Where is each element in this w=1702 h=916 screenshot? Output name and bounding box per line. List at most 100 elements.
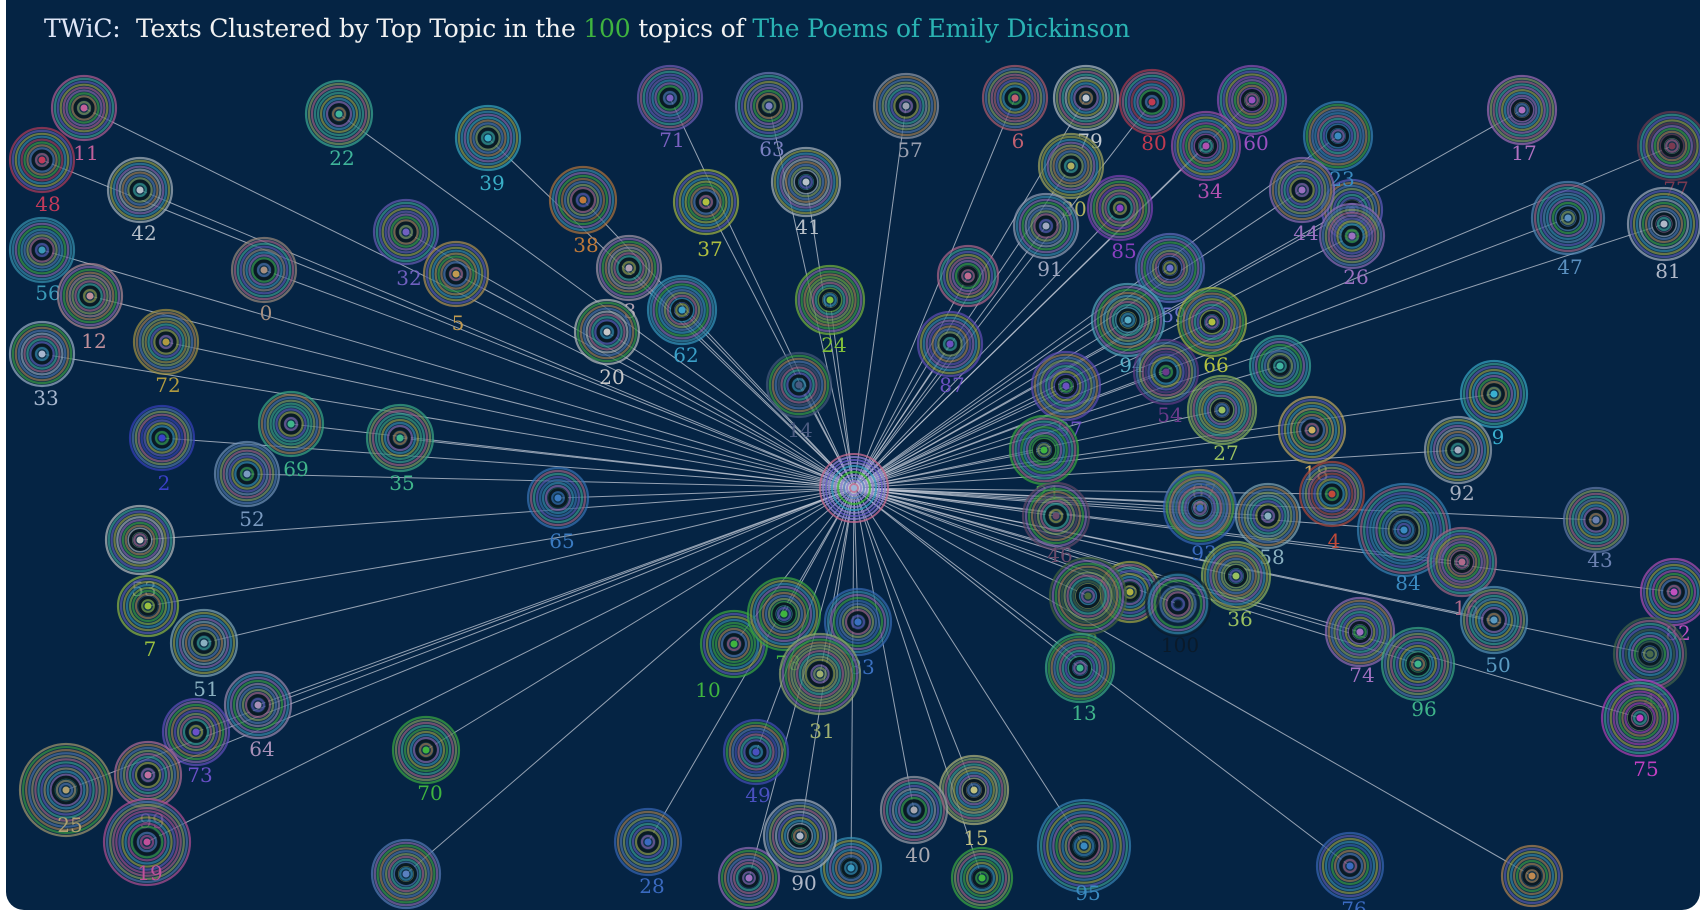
topic-node-31[interactable]: 31 [778,632,862,743]
topic-node-62[interactable]: 62 [646,274,718,367]
topic-node-32[interactable]: 32 [372,198,440,290]
topic-node-25[interactable]: 25 [18,742,114,838]
topic-node-71[interactable]: 71 [636,64,704,152]
topic-node-42[interactable]: 42 [106,156,174,245]
topic-node-77[interactable]: 77 [1636,110,1700,201]
text-cluster-node[interactable] [1248,334,1312,398]
corpus-name[interactable]: The Poems of Emily Dickinson [752,14,1130,43]
topic-node-90[interactable]: 90 [762,798,838,895]
topic-node-63[interactable]: 63 [734,71,804,161]
topic-node-65[interactable]: 65 [526,466,590,553]
topic-label: 31 [809,719,834,743]
topic-node-57[interactable]: 57 [872,72,940,162]
topic-label: 56 [35,281,60,305]
topic-node-9[interactable]: 9 [1459,359,1529,449]
topic-node-78[interactable]: 78 [746,576,822,675]
topic-node-72[interactable]: 72 [132,308,200,397]
topic-node-11[interactable]: 11 [50,74,118,165]
topic-node-59[interactable]: 59 [1134,232,1206,327]
topic-node-27[interactable]: 27 [1186,374,1258,465]
topic-node-17[interactable]: 17 [1486,74,1558,165]
topic-node-7[interactable]: 7 [116,574,180,661]
topic-node-39[interactable]: 39 [454,104,522,195]
topic-node-75[interactable]: 75 [1600,678,1680,781]
topic-node-18[interactable]: 18 [1277,395,1347,485]
topic-node-8[interactable]: 8 [1048,556,1128,653]
topic-node-35[interactable]: 35 [365,403,435,495]
topic-node-100[interactable]: 100 [1144,570,1212,657]
topic-node-30[interactable]: 30 [1037,132,1105,221]
topic-node-73[interactable]: 73 [161,697,231,787]
topic-node-48[interactable]: 48 [8,126,76,216]
topic-node-87[interactable]: 87 [916,310,984,397]
topic-node-0[interactable]: 0 [230,236,298,325]
topic-node-6[interactable]: 6 [981,64,1049,153]
topic-node-13[interactable]: 13 [1044,632,1116,725]
topic-node-76[interactable]: 76 [1315,831,1385,910]
topic-node-83[interactable]: 83 [823,587,893,679]
topic-node-34[interactable]: 34 [1170,110,1242,203]
text-cluster-node[interactable] [1500,844,1564,908]
topic-label: 64 [249,737,274,761]
topic-node-66[interactable]: 66 [1176,286,1248,377]
topic-cluster-graph[interactable]: 1148425612337222203253938320695235655375… [6,0,1700,910]
topic-node-44[interactable]: 44 [1268,156,1336,245]
topic-node-81[interactable]: 81 [1626,186,1700,283]
topic-count[interactable]: 100 [583,14,631,43]
topic-node-85[interactable]: 85 [1086,174,1154,263]
topic-node-28[interactable]: 28 [613,807,683,898]
topic-label: 81 [1655,259,1680,283]
topic-node-15[interactable]: 15 [938,754,1010,850]
corpus-hub-node[interactable] [819,453,889,523]
topic-node-4[interactable]: 4 [1298,460,1366,553]
text-cluster-node[interactable] [370,838,442,910]
topic-node-56[interactable]: 56 [8,216,76,305]
topic-node-2[interactable]: 2 [128,404,196,495]
topic-node-64[interactable]: 64 [223,670,293,761]
topic-node-52[interactable]: 52 [213,440,281,531]
edge [853,487,1405,531]
topic-node-33[interactable]: 33 [8,320,76,410]
text-cluster-node[interactable] [936,244,1000,308]
topic-node-96[interactable]: 96 [1380,626,1456,721]
topic-node-24[interactable]: 24 [794,264,866,357]
topic-node-95[interactable]: 95 [1036,798,1132,905]
topic-label: 9 [1492,425,1505,449]
topic-node-46[interactable]: 46 [1021,481,1091,567]
topic-node-36[interactable]: 36 [1200,540,1272,631]
topic-node-26[interactable]: 26 [1318,202,1386,289]
topic-node-41[interactable]: 41 [770,146,842,239]
text-cluster-node[interactable] [950,846,1014,910]
topic-label: 12 [81,329,106,353]
topic-node-19[interactable]: 19 [102,797,192,887]
topic-node-38[interactable]: 38 [548,165,618,257]
topic-node-91[interactable]: 91 [1012,192,1080,281]
topic-node-97[interactable]: 97 [1030,350,1102,441]
topic-node-74[interactable]: 74 [1324,596,1396,687]
topic-node-50[interactable]: 50 [1459,585,1529,677]
topic-node-70[interactable]: 70 [391,715,461,805]
topic-node-58[interactable]: 58 [1234,482,1302,569]
topic-node-92[interactable]: 92 [1423,415,1493,505]
topic-node-22[interactable]: 22 [304,79,374,170]
topic-node-94[interactable]: 94 [1090,282,1166,377]
topic-node-37[interactable]: 37 [672,168,740,261]
topic-node-54[interactable]: 54 [1132,338,1200,427]
topic-node-49[interactable]: 49 [722,718,790,807]
topic-node-20[interactable]: 20 [573,298,641,389]
topic-node-12[interactable]: 12 [56,262,124,353]
topic-node-80[interactable]: 80 [1118,68,1186,155]
topic-node-69[interactable]: 69 [257,390,325,481]
edge [853,393,1495,489]
topic-node-84[interactable]: 84 [1356,482,1452,595]
topic-node-43[interactable]: 43 [1562,486,1630,572]
topic-node-5[interactable]: 5 [422,240,490,335]
text-cluster-node[interactable] [717,846,781,910]
topic-node-51[interactable]: 51 [169,608,239,701]
topic-node-45[interactable]: 45 [1612,616,1688,713]
topic-node-60[interactable]: 60 [1216,64,1288,155]
text-cluster-node[interactable] [819,836,883,900]
topic-node-47[interactable]: 47 [1530,180,1606,279]
topic-node-40[interactable]: 40 [879,775,949,867]
topic-node-14[interactable]: 14 [765,351,833,442]
